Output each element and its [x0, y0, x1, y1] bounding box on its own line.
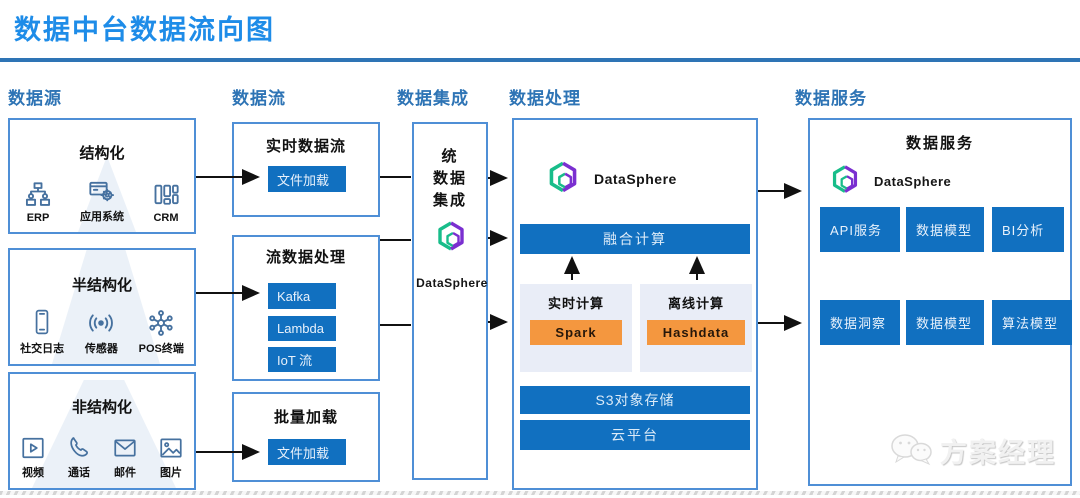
kafka-button: Kafka: [268, 283, 336, 309]
data-service-box: 数据服务 DataSphere API服务 数据模型 BI分析 数据洞察 数据模…: [808, 118, 1072, 486]
data-model-button: 数据模型: [906, 207, 984, 252]
source-item-erp: ERP: [24, 181, 52, 224]
column-header-source: 数据源: [8, 89, 62, 108]
offline-compute-title: 离线计算: [667, 296, 724, 311]
icon-label: 传感器: [84, 343, 118, 355]
cloud-platform-bar: 云平台: [520, 420, 750, 450]
structured-source-box: 结构化 ERP 应用系统: [8, 118, 196, 234]
mail-envelope-icon: [114, 439, 136, 457]
stream-processing-box: 流数据处理 Kafka Lambda IoT 流: [232, 235, 380, 381]
algorithm-model-button: 算法模型: [992, 300, 1072, 345]
source-item-sensor: 传感器: [84, 309, 118, 356]
realtime-stream-title: 实时数据流: [265, 138, 346, 155]
mobile-phone-icon: [35, 309, 49, 335]
icon-label: 应用系统: [80, 211, 124, 223]
spark-button: Spark: [530, 320, 622, 345]
file-load-button: 文件加载: [268, 439, 346, 465]
batch-load-title: 批量加载: [273, 409, 338, 426]
icon-label: 社交日志: [20, 343, 65, 355]
source-item-call: 通话: [66, 435, 92, 480]
semi-structured-source-box: 半结构化 社交日志 传感器: [8, 248, 196, 366]
datasphere-logo-icon: [549, 161, 577, 193]
source-item-mail: 邮件: [112, 435, 138, 480]
unstructured-title: 非结构化: [71, 399, 132, 416]
page-title: 数据中台数据流向图: [14, 15, 275, 46]
source-item-image: 图片: [158, 435, 184, 480]
data-processing-box: DataSphere 融合计算 实时计算 Spark 离线计算 Hashdata…: [512, 118, 758, 490]
source-item-crm: CRM: [152, 181, 180, 224]
icon-label: 图片: [160, 467, 182, 479]
file-load-button: 文件加载: [268, 166, 346, 192]
sensor-waves-icon: [89, 314, 114, 332]
api-service-button: API服务: [820, 207, 900, 252]
structured-title: 结构化: [79, 145, 125, 162]
datasphere-logo-icon: [438, 221, 464, 251]
source-item-social-log: 社交日志: [20, 307, 64, 356]
column-header-integration: 数据集成: [397, 89, 469, 108]
slide-bottom-edge: [0, 491, 1080, 495]
datasphere-logo-icon: [832, 165, 858, 193]
column-header-service: 数据服务: [795, 89, 867, 108]
hashdata-button: Hashdata: [647, 320, 745, 345]
watermark-text: 方案经理: [940, 437, 1056, 468]
source-item-pos-terminal: POS终端: [139, 309, 184, 356]
iot-stream-button: IoT 流: [268, 347, 336, 372]
realtime-compute-panel: 实时计算 Spark: [520, 284, 632, 372]
column-header-processing: 数据处理: [509, 89, 581, 108]
realtime-stream-box: 实时数据流 文件加载: [232, 122, 380, 217]
image-icon: [160, 438, 182, 458]
icon-label: ERP: [26, 212, 50, 224]
app-window-gear-icon: [89, 181, 115, 202]
data-model-button: 数据模型: [906, 300, 984, 345]
s3-storage-bar: S3对象存储: [520, 386, 750, 414]
batch-load-box: 批量加载 文件加载: [232, 392, 380, 482]
wechat-bubbles-icon: [891, 434, 932, 466]
source-item-video: 视频: [20, 435, 46, 480]
datasphere-label: DataSphere: [416, 276, 488, 290]
datasphere-label: DataSphere: [594, 171, 677, 187]
source-item-app-system: 应用系统: [80, 177, 124, 224]
offline-compute-panel: 离线计算 Hashdata: [640, 284, 752, 372]
datasphere-label: DataSphere: [874, 174, 952, 189]
column-header-flow: 数据流: [232, 89, 286, 108]
data-insight-button: 数据洞察: [820, 300, 900, 345]
integration-label: 统 数据 集成: [432, 148, 467, 209]
org-chart-icon: [25, 182, 51, 206]
phone-handset-icon: [70, 437, 88, 457]
icon-label: CRM: [153, 212, 179, 224]
kanban-cards-icon: [154, 184, 179, 205]
icon-label: POS终端: [138, 343, 184, 355]
channel-watermark: 方案经理: [888, 424, 1072, 476]
icon-label: 通话: [68, 467, 90, 479]
video-play-icon: [22, 437, 44, 459]
title-divider: [0, 58, 1080, 62]
semi-structured-title: 半结构化: [71, 277, 132, 294]
fusion-compute-bar: 融合计算: [520, 224, 750, 254]
icon-label: 视频: [22, 467, 44, 479]
stream-processing-title: 流数据处理: [265, 249, 346, 266]
unified-integration-box: 统 数据 集成 DataSphere: [412, 122, 488, 480]
lambda-button: Lambda: [268, 316, 336, 341]
data-service-title: 数据服务: [905, 135, 974, 152]
bi-analysis-button: BI分析: [992, 207, 1064, 252]
icon-label: 邮件: [114, 467, 136, 479]
realtime-compute-title: 实时计算: [547, 296, 604, 311]
unstructured-source-box: 非结构化 视频 通话 邮件: [8, 372, 196, 490]
network-hub-icon: [149, 310, 173, 336]
